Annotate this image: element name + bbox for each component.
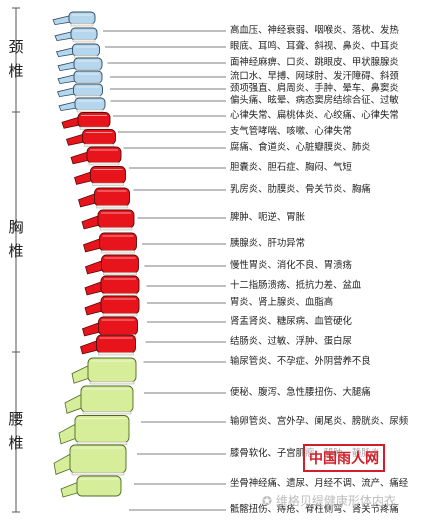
vertebra <box>57 70 103 86</box>
intervertebral-disc <box>76 109 104 113</box>
intervertebral-disc <box>84 143 114 147</box>
vertebral-body <box>74 415 130 443</box>
vertebral-body <box>76 475 122 497</box>
symptom-label: 颈项强直、肩周炎、手肿、晕车、鼻窦炎 <box>230 83 399 94</box>
symptom-label: 输卵管炎、宫外孕、阑尾炎、膀胱炎、尿频 <box>230 416 409 427</box>
symptom-label: 肾盂肾炎、糖尿病、血管硬化 <box>230 316 352 327</box>
vertebra <box>84 295 140 317</box>
symptom-label: 胃炎、肾上腺炎、血脂高 <box>230 297 334 308</box>
symptom-label: 心律失常、扁桃体炎、心绞痛、心律失常 <box>230 110 399 121</box>
vertebral-body <box>74 97 106 111</box>
symptom-label: 面神经麻痹、口炎、跳眼皮、甲状腺腺炎 <box>230 57 399 68</box>
vertebra <box>61 112 111 130</box>
intervertebral-disc <box>101 250 135 254</box>
vertebral-body <box>68 11 96 25</box>
intervertebral-disc <box>103 272 137 276</box>
intervertebral-disc <box>72 39 96 43</box>
vertebra <box>83 232 137 254</box>
symptom-label: 慢性胃炎、消化不良、胃溃疡 <box>230 260 352 271</box>
vertebra <box>55 43 100 59</box>
vertebral-body <box>73 57 103 71</box>
vertebra <box>58 97 106 113</box>
vertebra <box>70 146 122 166</box>
intervertebral-disc <box>70 23 94 27</box>
vertebra <box>57 57 103 73</box>
symptom-label: 便秘、腹泻、急性腰扭伤、大腿痛 <box>230 387 371 398</box>
intervertebral-disc <box>99 227 133 231</box>
symptom-label: 腐痛、食道炎、心脏瓣膜炎、肺炎 <box>230 142 371 153</box>
intervertebral-disc <box>89 381 135 385</box>
vertebral-body <box>86 146 122 164</box>
intervertebral-disc <box>92 182 124 186</box>
symptom-label: 偏头痛、眩晕、病态窦房结综合征、过敏 <box>230 95 399 106</box>
vertebral-body <box>77 112 111 128</box>
vertebral-body <box>69 444 127 474</box>
region-label: 颈椎 <box>4 38 28 80</box>
symptom-label: 输尿管炎、不孕症、外阴营养不良 <box>230 356 371 367</box>
region-label-bottom: 椎 <box>8 62 24 80</box>
symptom-label: 流口水、早搏、网球肘、发汗障碍、斜颈 <box>230 71 399 82</box>
region-label-bottom: 椎 <box>8 242 24 260</box>
symptom-label: 支气管哮喘、咳嗽、心律失常 <box>230 126 352 137</box>
region-label-top: 胸 <box>8 218 24 236</box>
vertebra <box>64 385 134 415</box>
region-label-top: 颈 <box>8 38 24 56</box>
symptom-label: 脾肿、呃逆、胃胀 <box>230 212 306 223</box>
vertebra <box>81 209 135 231</box>
intervertebral-disc <box>96 205 128 209</box>
vertebra <box>74 166 126 186</box>
symptom-label: 胆囊炎、胆石症、胸闷、气短 <box>230 162 352 173</box>
watermark-text: 维格贝缇健康形体内衣 <box>275 494 396 508</box>
vertebral-body <box>82 129 116 145</box>
intervertebral-disc <box>76 441 128 445</box>
vertebra <box>60 475 122 498</box>
leader-lines <box>103 30 226 511</box>
intervertebral-disc <box>71 472 125 476</box>
stamp-logo: 中国雨人网 <box>303 444 385 472</box>
symptom-label: 坐骨神经痛、遗尿、月经不调、流产、痛经 <box>230 478 409 489</box>
vertebra <box>84 275 140 297</box>
vertebra <box>53 444 127 476</box>
vertebral-body <box>73 83 103 97</box>
region-label: 腰椎 <box>4 410 28 452</box>
vertebra <box>71 357 137 385</box>
vertebral-body <box>87 357 137 383</box>
symptom-label: 眼底、耳鸣、耳聋、斜视、鼻炎、中耳炎 <box>230 41 399 52</box>
vertebral-body <box>80 385 134 413</box>
symptom-label: 胰腺炎、肝功异常 <box>230 238 306 249</box>
vertebra <box>82 316 138 338</box>
vertebra <box>58 415 130 445</box>
vertebral-body <box>72 43 100 57</box>
symptom-label: 高血压、神经衰弱、咽喉炎、落枕、发热 <box>230 25 399 36</box>
symptom-label: 结肠炎、过敏、浮肿、蛋白尿 <box>230 336 352 347</box>
vertebrae-group <box>52 11 140 498</box>
vertebra <box>54 27 98 43</box>
intervertebral-disc <box>88 162 120 166</box>
intervertebral-disc <box>82 411 132 415</box>
vertebra <box>52 11 96 27</box>
symptom-label: 乳房炎、肋膜炎、骨关节炎、胸痛 <box>230 184 371 195</box>
region-label-bottom: 椎 <box>8 434 24 452</box>
vertebral-body <box>70 27 98 41</box>
vertebral-body <box>73 70 103 84</box>
vertebra <box>56 83 103 99</box>
region-label: 胸椎 <box>4 218 28 260</box>
intervertebral-disc <box>98 352 134 356</box>
wechat-icon: ✪ <box>262 494 273 508</box>
vertebra <box>78 187 130 209</box>
intervertebral-disc <box>102 313 138 317</box>
vertebra <box>65 129 116 147</box>
watermark: ✪ 维格贝缇健康形体内衣 <box>262 492 396 509</box>
region-label-top: 腰 <box>8 410 24 428</box>
vertebra <box>80 334 136 356</box>
vertebra <box>85 254 139 276</box>
symptom-label: 骶髂扭伤、痔疮、脊柱侧弯、肾关节疼痛 <box>230 504 399 515</box>
symptom-label: 十二指肠溃疡、抵抗力差、盆血 <box>230 280 362 291</box>
region-axis <box>12 7 20 513</box>
